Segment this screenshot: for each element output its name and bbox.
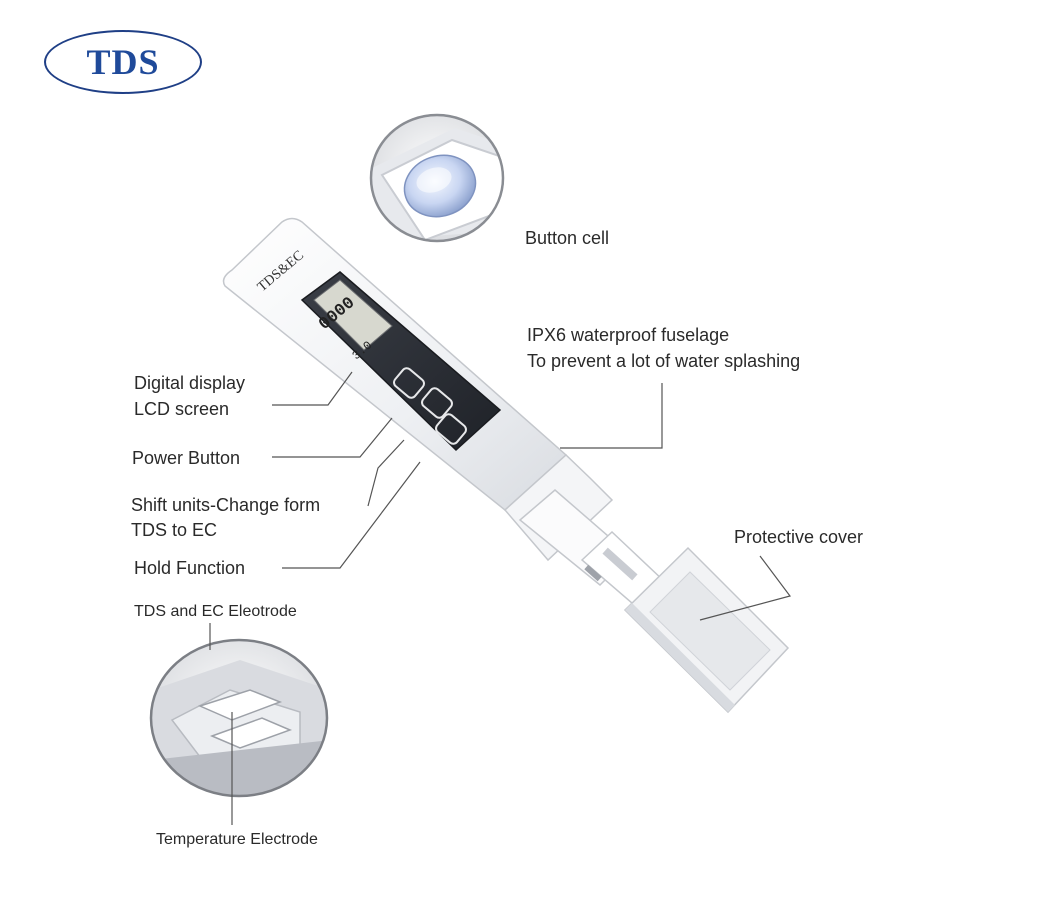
label-electrode: TDS and EC Eleotrode (134, 603, 297, 620)
shift-leader (367, 439, 405, 507)
waterproof-leader (560, 383, 663, 449)
tds-logo: TDS (44, 30, 202, 94)
protective-cover (623, 546, 790, 714)
cover-leader (699, 555, 792, 621)
electrode-inset (149, 638, 329, 798)
label-waterproof-line1: IPX6 waterproof fuselage (527, 325, 730, 345)
label-shift-line2: TDS to EC (131, 520, 218, 540)
power-leader (272, 417, 393, 458)
label-protective-cover: Protective cover (734, 527, 864, 547)
display-leader (272, 371, 353, 406)
label-display-line2: LCD screen (134, 399, 230, 419)
label-shift-line1: Shift units-Change form (131, 495, 321, 515)
leader-lines (209, 371, 792, 825)
label-temperature-electrode: Temperature Electrode (156, 831, 318, 848)
label-hold-function: Hold Function (134, 558, 246, 578)
label-waterproof-line2: To prevent a lot of water splashing (527, 351, 801, 371)
meter-body (222, 217, 667, 612)
label-power-button: Power Button (132, 448, 241, 468)
button-cell-inset (369, 113, 505, 243)
label-display-line1: Digital display (134, 373, 246, 393)
hold-leader (282, 461, 421, 569)
label-button-cell: Button cell (525, 228, 610, 248)
